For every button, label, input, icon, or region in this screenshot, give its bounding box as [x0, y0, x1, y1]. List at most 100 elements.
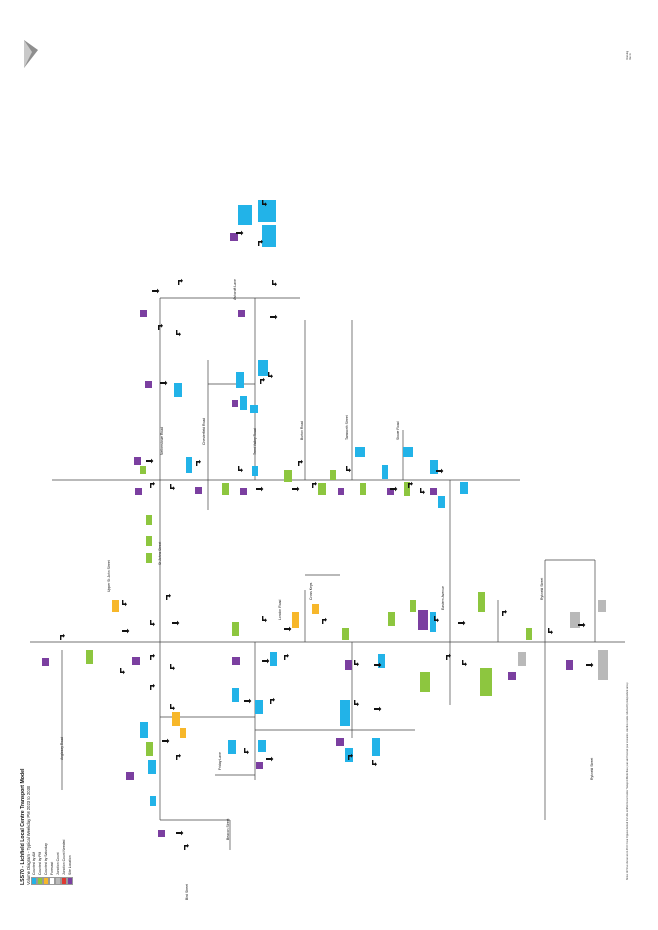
flow-block-green	[146, 742, 153, 756]
flow-block-grey	[598, 600, 606, 612]
flow-block-orange	[180, 728, 186, 738]
turn-arrow-icon	[178, 278, 183, 285]
turn-arrow-icon	[548, 628, 553, 635]
flow-block-green	[410, 600, 416, 612]
turn-arrow-icon	[462, 660, 467, 667]
turn-arrow-icon	[434, 616, 439, 623]
flow-block-green	[232, 622, 239, 636]
turn-arrow-icon	[244, 698, 252, 704]
turn-arrow-icon	[262, 200, 267, 207]
flow-block-cyan	[258, 740, 266, 752]
flow-block-purple	[566, 660, 573, 670]
turn-arrow-icon	[322, 617, 327, 624]
turn-arrow-icon	[170, 664, 175, 671]
turn-arrow-icon	[150, 683, 155, 690]
turn-arrow-icon	[312, 481, 317, 488]
turn-arrow-icon	[170, 484, 175, 491]
flow-block-cyan	[460, 482, 468, 494]
flow-block-purple	[140, 310, 147, 317]
turn-arrow-icon	[260, 377, 265, 384]
turn-arrow-icon	[436, 468, 444, 474]
flow-block-cyan	[378, 654, 385, 668]
turn-arrow-icon	[160, 380, 168, 386]
flow-block-green	[480, 668, 492, 696]
flow-block-green	[140, 466, 146, 474]
turn-arrow-icon	[390, 486, 398, 492]
flow-block-cyan	[382, 465, 388, 479]
flow-block-cyan	[430, 460, 438, 474]
flow-block-purple	[195, 487, 202, 494]
turn-arrow-icon	[354, 700, 359, 707]
flow-block-green	[342, 628, 349, 640]
turn-arrow-icon	[166, 593, 171, 600]
flow-block-purple	[232, 400, 238, 407]
flow-block-cyan	[150, 796, 156, 806]
turn-arrow-icon	[176, 330, 181, 337]
turn-arrow-icon	[256, 486, 264, 492]
flow-block-green	[146, 515, 152, 525]
flow-block-purple	[418, 610, 428, 630]
flow-block-green	[146, 536, 152, 546]
flow-block-green	[478, 592, 485, 612]
turn-arrow-icon	[150, 620, 155, 627]
flow-block-cyan	[258, 200, 276, 222]
turn-arrow-icon	[170, 704, 175, 711]
flow-block-purple	[230, 233, 238, 241]
turn-arrow-icon	[60, 633, 65, 640]
turn-arrow-icon	[408, 481, 413, 488]
turn-arrow-icon	[150, 481, 155, 488]
turn-arrow-icon	[150, 653, 155, 660]
turn-arrow-icon	[298, 459, 303, 466]
turn-arrow-icon	[268, 372, 273, 379]
flow-block-cyan	[250, 405, 258, 413]
turn-arrows	[60, 200, 594, 850]
flow-block-cyan	[252, 466, 258, 476]
turn-arrow-icon	[270, 697, 275, 704]
flow-block-green	[388, 612, 395, 626]
turn-arrow-icon	[374, 662, 382, 668]
turn-arrow-icon	[266, 756, 274, 762]
flow-block-green	[330, 470, 336, 480]
turn-arrow-icon	[284, 653, 289, 660]
flow-block-purple	[42, 658, 49, 666]
logo-icon	[24, 40, 38, 68]
flow-block-cyan	[148, 760, 156, 774]
flow-block-purple	[232, 657, 240, 665]
turn-arrow-icon	[121, 628, 130, 634]
turn-arrow-icon	[354, 660, 359, 667]
flow-block-cyan	[228, 740, 236, 754]
flow-block-cyan	[403, 447, 413, 457]
turn-arrow-icon	[152, 288, 160, 294]
turn-arrow-icon	[236, 230, 244, 236]
turn-arrow-icon	[284, 626, 292, 632]
turn-arrow-icon	[272, 280, 277, 287]
flow-block-grey	[518, 652, 526, 666]
flow-block-cyan	[186, 457, 192, 473]
flow-block-purple	[256, 762, 263, 769]
flow-blocks	[42, 200, 608, 837]
turn-arrow-icon	[586, 662, 594, 668]
flow-block-cyan	[262, 225, 276, 247]
turn-arrow-icon	[458, 620, 466, 626]
flow-block-purple	[126, 772, 134, 780]
turn-arrow-icon	[162, 738, 170, 744]
turn-arrow-icon	[184, 843, 189, 850]
flow-block-purple	[338, 488, 344, 495]
flow-block-purple	[238, 310, 245, 317]
turn-arrow-icon	[262, 616, 267, 623]
flow-block-green	[420, 672, 430, 692]
flow-block-purple	[135, 488, 142, 495]
flow-block-green	[404, 482, 410, 496]
turn-arrow-icon	[420, 488, 425, 495]
flow-block-cyan	[140, 722, 148, 738]
turn-arrow-icon	[244, 748, 249, 755]
flow-block-purple	[240, 488, 247, 495]
flow-block-cyan	[240, 396, 247, 410]
flow-block-purple	[430, 488, 437, 495]
turn-arrow-icon	[176, 753, 181, 760]
turn-arrow-icon	[120, 668, 125, 675]
turn-arrow-icon	[172, 620, 180, 626]
flow-block-grey	[570, 612, 580, 628]
